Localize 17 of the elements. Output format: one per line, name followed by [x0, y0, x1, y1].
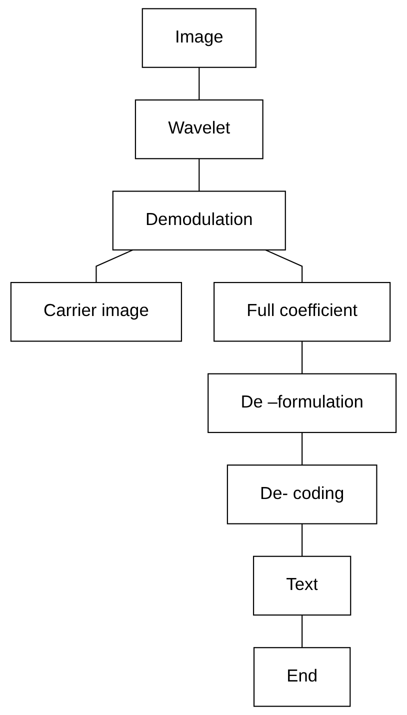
node-box: Image — [142, 8, 256, 68]
connector — [198, 67, 200, 100]
node-box: Demodulation — [112, 190, 286, 250]
connector — [96, 249, 134, 283]
node-box: Wavelet — [134, 99, 264, 160]
node-box: Text — [253, 556, 352, 616]
connector — [302, 615, 303, 648]
node-box: Carrier image — [10, 282, 182, 342]
node-box: Full coefficient — [214, 282, 391, 342]
connector — [302, 432, 303, 466]
node-box: End — [253, 647, 351, 707]
connector — [198, 158, 200, 192]
node-box: De –formulation — [208, 373, 397, 434]
connector — [302, 341, 303, 374]
connector — [265, 249, 303, 283]
connector — [302, 524, 303, 556]
node-box: De- coding — [226, 464, 378, 524]
